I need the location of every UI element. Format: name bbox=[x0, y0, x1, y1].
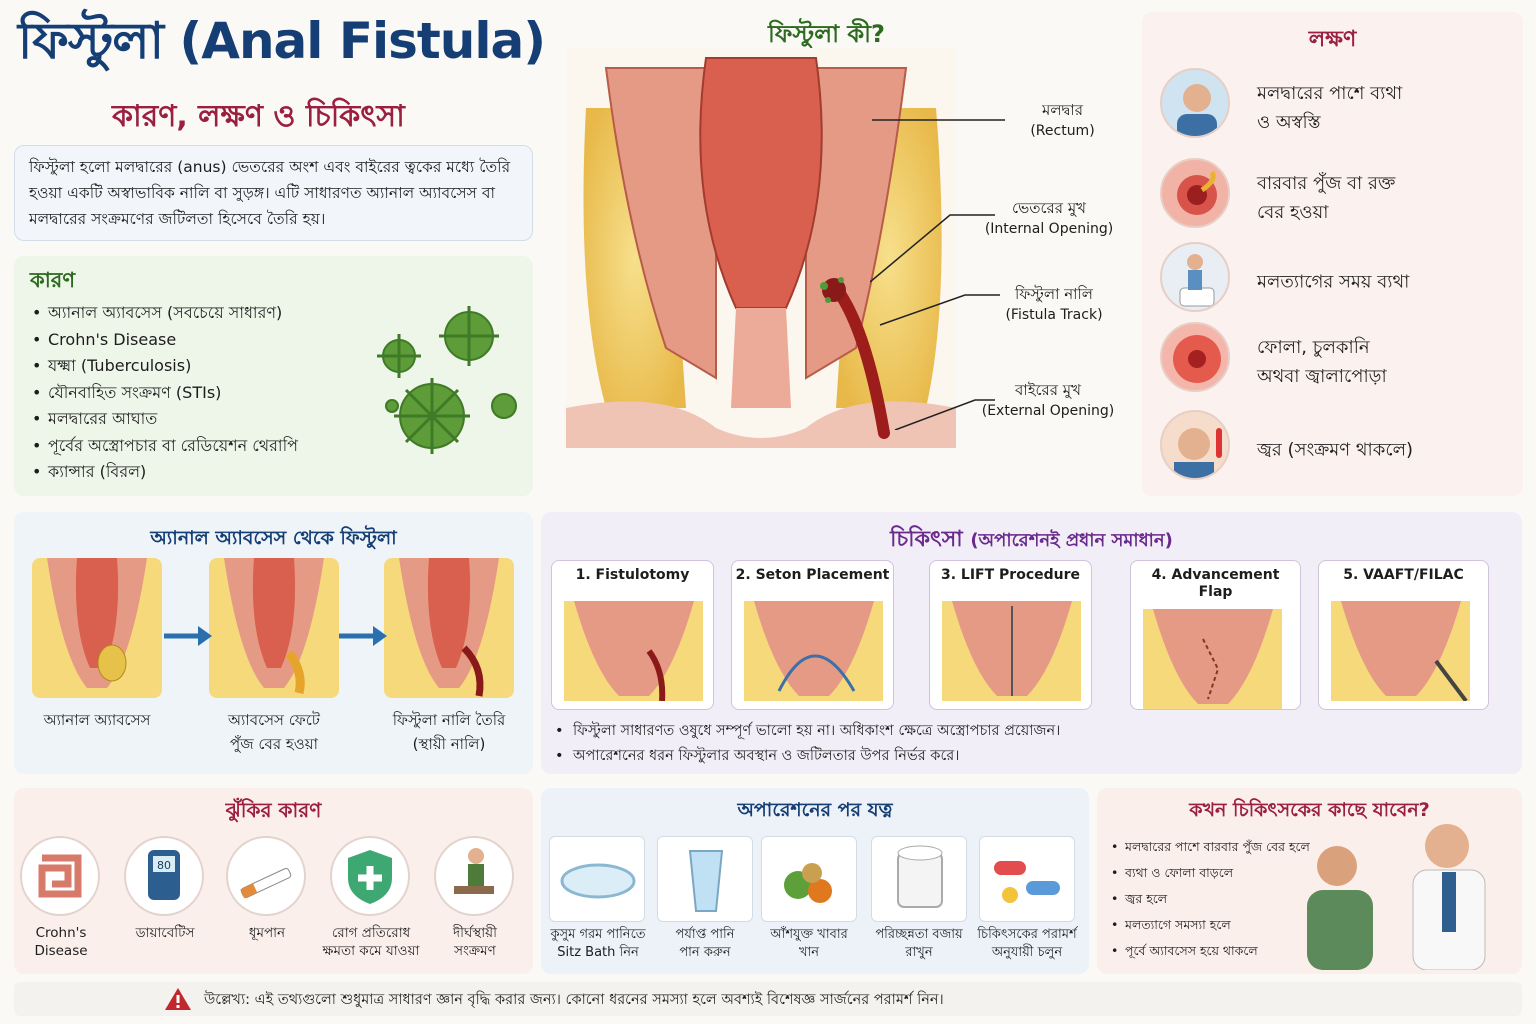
care-panel: অপারেশনের পর যত্ন কুসুম গরম পানিতে Sitz … bbox=[541, 788, 1089, 974]
stage-fistula-image bbox=[384, 558, 514, 698]
care-label: কুসুম গরম পানিতে Sitz Bath নিন bbox=[550, 927, 646, 960]
symptom-item: ফোলা, চুলকানি অথবা জ্বালাপোড়া bbox=[1160, 322, 1520, 402]
procedure-card-flap: 4. Advancement Flap bbox=[1130, 560, 1301, 710]
arrow-right-icon bbox=[339, 626, 387, 646]
water-glass-icon bbox=[657, 836, 753, 922]
care-label: চিকিৎসকের পরামর্শ অনুযায়ী চলুন bbox=[977, 927, 1077, 960]
stage-label: অ্যাবসেস ফেটে পুঁজ বের হওয়া bbox=[228, 711, 320, 753]
cause-item: মলদ্বারের আঘাত bbox=[32, 406, 298, 433]
care-label: আঁশযুক্ত খাবার খান bbox=[770, 927, 848, 960]
pain-person-icon bbox=[1160, 68, 1230, 138]
pus-discharge-icon bbox=[1160, 158, 1230, 228]
treatment-notes: ফিস্টুলা সাধারণত ওষুধে সম্পূর্ণ ভালো হয়… bbox=[555, 719, 1060, 769]
procedure-card-seton: 2. Seton Placement bbox=[731, 560, 894, 710]
abscess-panel: অ্যানাল অ্যাবসেস থেকে ফিস্টুলা অ্যানাল অ… bbox=[14, 512, 533, 774]
symptoms-panel: লক্ষণ মলদ্বারের পাশে ব্যথা ও অস্বস্তি বা… bbox=[1142, 12, 1523, 496]
procedure-card-fistulotomy: 1. Fistulotomy bbox=[551, 560, 714, 710]
cause-item: ক্যান্সার (বিরল) bbox=[32, 459, 298, 486]
treatment-note: ফিস্টুলা সাধারণত ওষুধে সম্পূর্ণ ভালো হয়… bbox=[555, 719, 1060, 744]
doctor-list: মলদ্বারের পাশে বারবার পুঁজ বের হলে ব্যথা… bbox=[1111, 834, 1310, 964]
doctor-item: মলত্যাগে সমস্যা হলে bbox=[1111, 912, 1310, 938]
abscess-title: অ্যানাল অ্যাবসেস থেকে ফিস্টুলা bbox=[150, 527, 397, 549]
arrow-right-icon bbox=[164, 626, 212, 646]
stage-label: অ্যানাল অ্যাবসেস bbox=[43, 711, 151, 729]
symptom-item: জ্বর (সংক্রমণ থাকলে) bbox=[1160, 410, 1520, 490]
disclaimer-footer: উল্লেখ্য: এই তথ্যগুলো শুধুমাত্র সাধারণ জ… bbox=[14, 982, 1522, 1016]
vaaft-image bbox=[1331, 601, 1470, 701]
stage-label: ফিস্টুলা নালি তৈরি (স্থায়ী নালি) bbox=[392, 711, 506, 753]
procedure-card-lift: 3. LIFT Procedure bbox=[929, 560, 1092, 710]
symptom-item: মলদ্বারের পাশে ব্যথা ও অস্বস্তি bbox=[1160, 68, 1520, 148]
fistulotomy-image bbox=[564, 601, 703, 701]
risk-title: ঝুঁকির কারণ bbox=[225, 798, 322, 822]
symptoms-title: লক্ষণ bbox=[1308, 27, 1357, 52]
treatment-panel: চিকিৎসা (অপারেশনই প্রধান সমাধান) 1. Fist… bbox=[541, 512, 1522, 774]
fever-person-icon bbox=[1160, 410, 1230, 480]
risk-label: ডায়াবেটিস bbox=[135, 925, 195, 941]
intestine-icon bbox=[20, 836, 100, 916]
care-label: পরিচ্ছন্নতা বজায় রাখুন bbox=[875, 927, 963, 960]
risk-panel: ঝুঁকির কারণ 80 Crohn's Disease ডায়াবেটি… bbox=[14, 788, 533, 974]
cause-item: Crohn's Disease bbox=[32, 327, 298, 354]
causes-list: অ্যানাল অ্যাবসেস (সবচেয়ে সাধারণ) Crohn'… bbox=[32, 300, 298, 486]
anatomy-illustration bbox=[566, 48, 956, 448]
risk-label: Crohn's Disease bbox=[34, 925, 88, 959]
care-title: অপারেশনের পর যত্ন bbox=[737, 799, 893, 821]
doctor-item: মলদ্বারের পাশে বারবার পুঁজ বের হলে bbox=[1111, 834, 1310, 860]
fiber-food-icon bbox=[761, 836, 857, 922]
treatment-note: অপারেশনের ধরন ফিস্টুলার অবস্থান ও জটিলতা… bbox=[555, 744, 1060, 769]
causes-title: কারণ bbox=[30, 268, 76, 292]
disclaimer-text: উল্লেখ্য: এই তথ্যগুলো শুধুমাত্র সাধারণ জ… bbox=[204, 992, 944, 1008]
procedure-card-vaaft: 5. VAAFT/FILAC bbox=[1318, 560, 1489, 710]
intro-box: ফিস্টুলা হলো মলদ্বারের (anus) ভেতরের অংশ… bbox=[14, 145, 533, 241]
swelling-icon bbox=[1160, 322, 1230, 392]
cause-item: যক্ষ্মা (Tuberculosis) bbox=[32, 353, 298, 380]
doctor-item: পূর্বে অ্যাবসেস হয়ে থাকলে bbox=[1111, 938, 1310, 964]
cause-item: যৌনবাহিত সংক্রমণ (STIs) bbox=[32, 380, 298, 407]
doctor-item: ব্যথা ও ফোলা বাড়লে bbox=[1111, 860, 1310, 886]
toilet-person-icon bbox=[1160, 242, 1230, 312]
symptom-item: বারবার পুঁজ বা রক্ত বের হওয়া bbox=[1160, 158, 1520, 238]
glucometer-icon: 80 bbox=[124, 836, 204, 916]
anatomy-leader-lines bbox=[870, 119, 1005, 430]
page-title: ফিস্টুলা (Anal Fistula) bbox=[18, 12, 546, 70]
page-subtitle: কারণ, লক্ষণ ও চিকিৎসা bbox=[112, 99, 405, 134]
glucometer-reading: 80 bbox=[157, 859, 171, 872]
cause-item: পূর্বের অস্ত্রোপচার বা রেডিয়েশন থেরাপি bbox=[32, 433, 298, 460]
stage-rupture-image bbox=[209, 558, 339, 698]
sitz-bath-icon bbox=[549, 836, 645, 922]
toilet-paper-icon bbox=[871, 836, 967, 922]
stage-abscess-image bbox=[32, 558, 162, 698]
label-rectum: মলদ্বার (Rectum) bbox=[1030, 101, 1095, 139]
cause-item: অ্যানাল অ্যাবসেস (সবচেয়ে সাধারণ) bbox=[32, 300, 298, 327]
risk-label: ধূমপান bbox=[248, 925, 286, 941]
sitting-person-icon bbox=[434, 836, 514, 916]
advancement-flap-image bbox=[1143, 609, 1282, 709]
doctor-panel: কখন চিকিৎসকের কাছে যাবেন? মলদ্বারের পাশে… bbox=[1097, 788, 1522, 974]
doctor-title: কখন চিকিৎসকের কাছে যাবেন? bbox=[1189, 799, 1430, 821]
intro-text: ফিস্টুলা হলো মলদ্বারের (anus) ভেতরের অংশ… bbox=[29, 158, 511, 228]
risk-label: রোগ প্রতিরোধ ক্ষমতা কমে যাওয়া bbox=[322, 925, 420, 959]
medicine-pills-icon bbox=[979, 836, 1075, 922]
risk-label: দীর্ঘস্থায়ী সংক্রমণ bbox=[453, 925, 497, 959]
immune-shield-icon bbox=[330, 836, 410, 916]
cigarette-icon bbox=[226, 836, 306, 916]
label-fistula-track: ফিস্টুলা নালি (Fistula Track) bbox=[1005, 285, 1103, 323]
warning-icon bbox=[165, 988, 191, 1010]
label-external-opening: বাইরের মুখ (External Opening) bbox=[981, 381, 1115, 419]
causes-panel: কারণ অ্যানাল অ্যাবসেস (সবচেয়ে সাধারণ) C… bbox=[14, 256, 533, 496]
seton-image bbox=[744, 601, 883, 701]
label-internal-opening: ভেতরের মুখ (Internal Opening) bbox=[984, 199, 1114, 237]
symptom-item: মলত্যাগের সময় ব্যথা bbox=[1160, 242, 1520, 322]
care-label: পর্যাপ্ত পানি পান করুন bbox=[675, 927, 735, 960]
treatment-title: চিকিৎসা (অপারেশনই প্রধান সমাধান) bbox=[890, 527, 1173, 552]
bacteria-icon bbox=[377, 306, 517, 454]
doctor-patient-illustration bbox=[1307, 824, 1486, 970]
lift-image bbox=[942, 601, 1081, 701]
doctor-item: জ্বর হলে bbox=[1111, 886, 1310, 912]
anatomy-title: ফিস্টুলা কী? bbox=[768, 20, 885, 48]
